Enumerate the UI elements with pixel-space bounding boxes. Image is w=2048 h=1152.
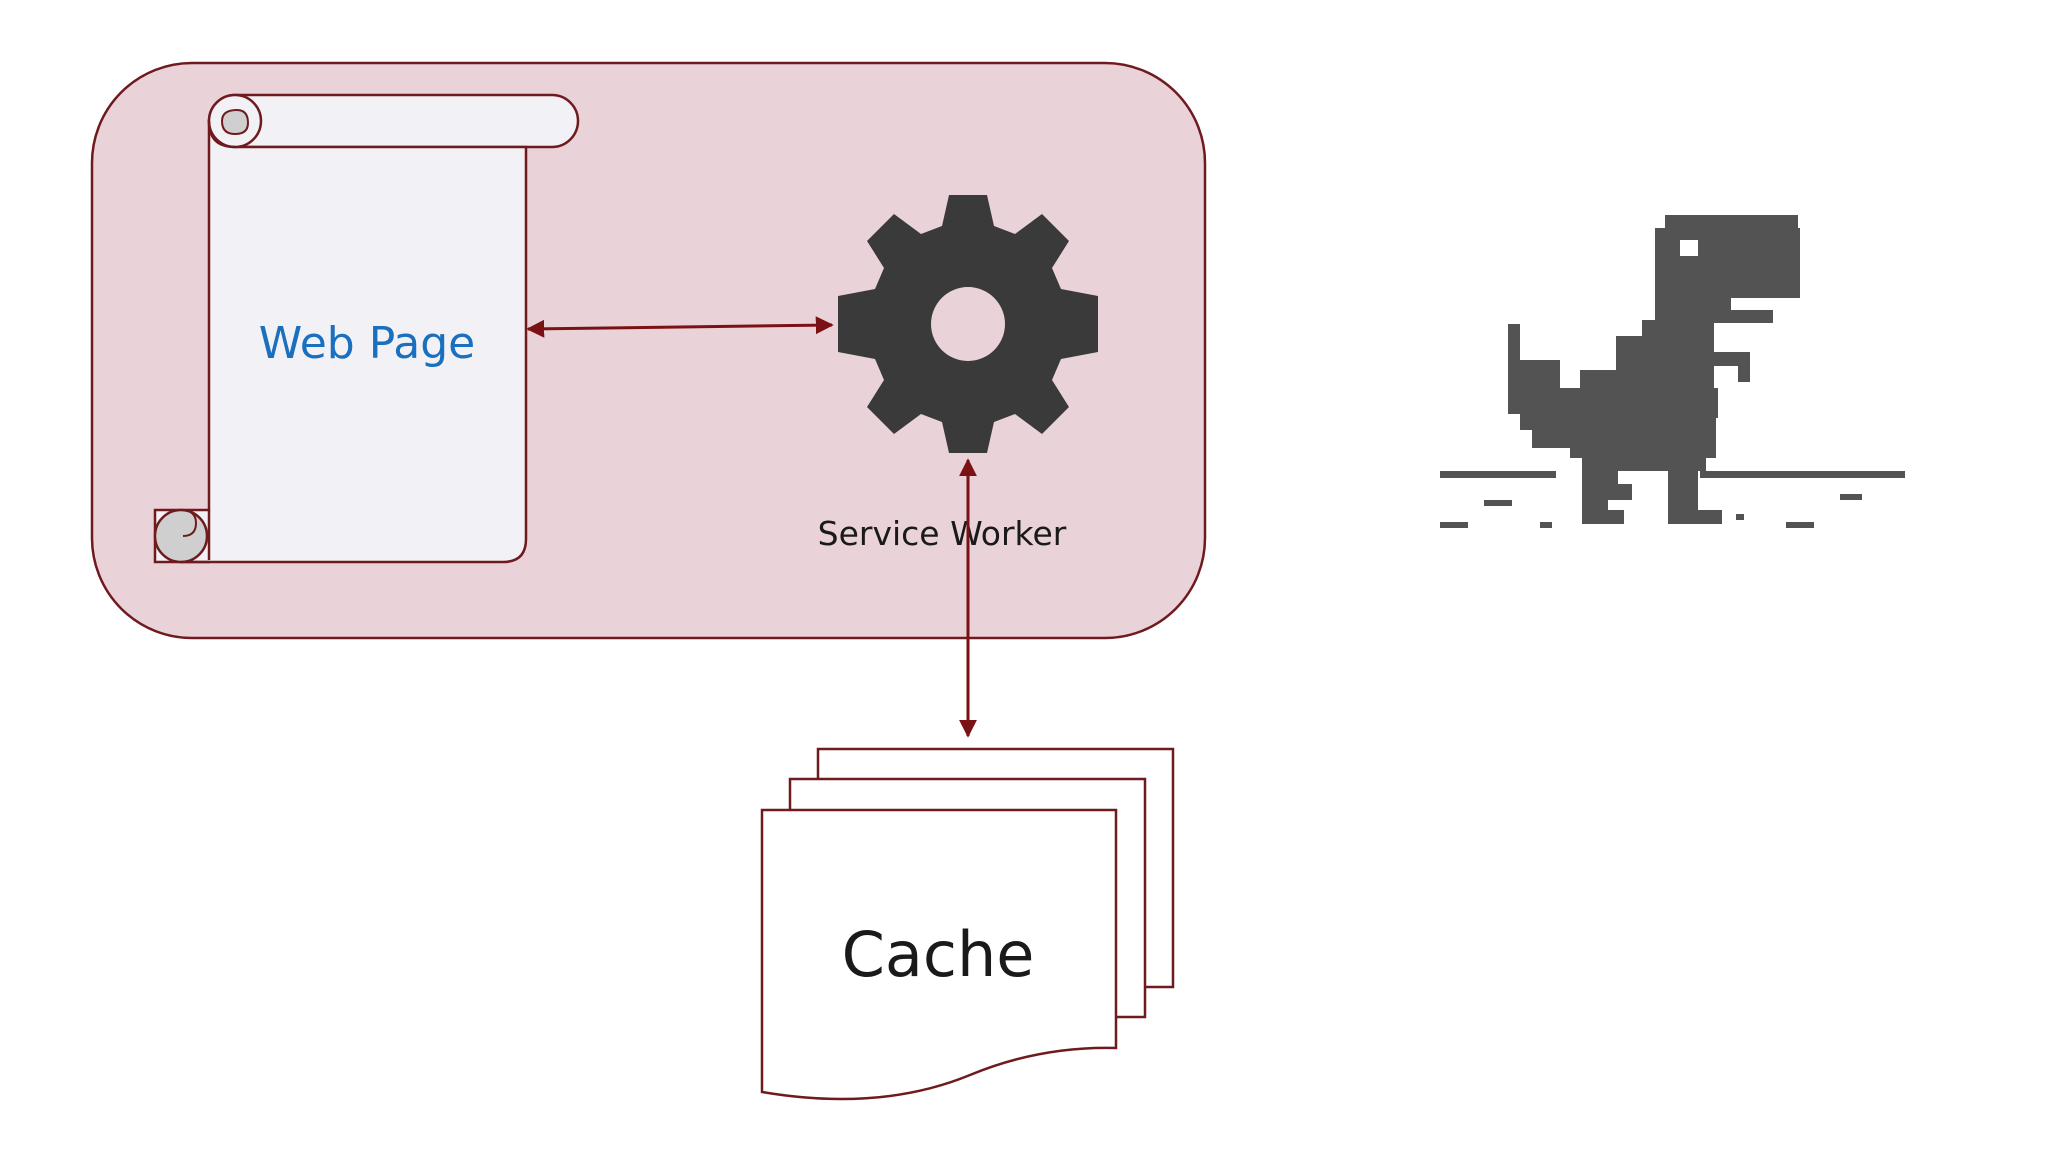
stacked-documents-icon [760, 747, 1175, 1101]
service-worker-label: Service Worker [818, 514, 1067, 553]
dinosaur-icon [1440, 215, 1905, 528]
cache-label: Cache [842, 918, 1035, 991]
page-worker-arrow [526, 316, 834, 338]
web-page-scroll: Web Page [153, 93, 580, 564]
scroll-icon [153, 93, 580, 564]
web-page-label: Web Page [259, 318, 475, 369]
gear-icon [838, 195, 1098, 453]
